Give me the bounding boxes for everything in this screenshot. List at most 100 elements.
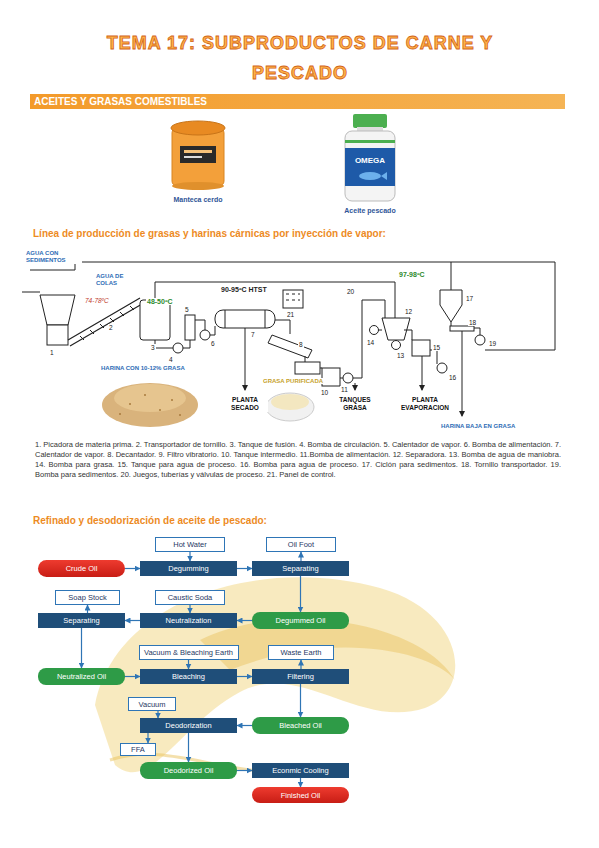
fat-bowl — [266, 393, 314, 421]
node-text: Vacuum — [139, 700, 166, 709]
product-pill: Deodorized Oil — [140, 762, 237, 779]
flow-arrow — [125, 620, 140, 621]
node-text: Bleached Oil — [279, 721, 322, 730]
callout-number: 20 — [346, 288, 355, 295]
input-box: Vacuum — [128, 697, 176, 711]
node-text: Deodorized Oil — [164, 766, 214, 775]
text-label: GRASA PURIFICADA — [262, 378, 324, 384]
section-heading: Línea de producción de grasas y harinas … — [33, 228, 386, 239]
flow-arrow — [237, 770, 252, 771]
flow-arrow — [188, 660, 189, 669]
node-text: Waste Earth — [281, 648, 322, 657]
flow-arrow — [237, 725, 252, 726]
text-label: 48-50ºC — [146, 298, 174, 305]
flow-arrow — [237, 568, 252, 569]
node-text: Econmic Cooling — [272, 766, 328, 775]
text-label: HARINA CON 10-12% GRASA — [100, 365, 186, 372]
callout-number: 12 — [404, 308, 413, 315]
callout-number: 8 — [298, 341, 304, 348]
product-pill: Bleached Oil — [252, 717, 349, 734]
callout-number: 19 — [488, 340, 497, 347]
product-pill: Degummed Oil — [252, 612, 349, 629]
node-text: Filtering — [287, 672, 314, 681]
text-label: Manteca cerdo — [167, 196, 229, 203]
node-text: Crude Oil — [66, 564, 98, 573]
flow-arrow — [300, 778, 301, 787]
node-text: Separating — [63, 616, 99, 625]
input-box: Caustic Soda — [155, 590, 225, 605]
flow-arrow — [237, 620, 252, 621]
flow-arrow — [188, 733, 189, 762]
product-pill: Crude Oil — [38, 560, 125, 577]
input-box: Waste Earth — [268, 645, 334, 660]
callout-number: 6 — [210, 340, 216, 347]
node-text: Oil Foot — [288, 540, 314, 549]
text-label: TANQUES GRASA — [333, 396, 377, 412]
input-box: FFA — [120, 743, 156, 756]
node-text: Neutralization — [166, 616, 212, 625]
flow-arrow — [300, 552, 301, 561]
callout-number: 1 — [49, 349, 55, 356]
node-text: Vacuum & Bleaching Earth — [144, 648, 233, 657]
product-pill: Neutralized Oil — [38, 668, 125, 685]
legend-paragraph: 1. Picadora de materia prima. 2. Transpo… — [35, 440, 561, 480]
callout-number: 17 — [465, 295, 474, 302]
callout-number: 7 — [250, 331, 256, 338]
input-box: Vacuum & Bleaching Earth — [139, 645, 239, 660]
process-box: Separating — [38, 613, 125, 628]
text-label: Aceite pescado — [340, 207, 400, 214]
text-label: 97-98ºC — [398, 271, 426, 278]
callout-number: 15 — [432, 344, 441, 351]
meal-heap — [102, 383, 198, 427]
text-label: PLANTA EVAPORACION — [400, 396, 450, 412]
process-box: Bleaching — [140, 669, 237, 684]
flow-arrow — [147, 733, 148, 743]
flow-arrow — [300, 684, 301, 717]
section-band: ACEITES Y GRASAS COMESTIBLES — [30, 94, 565, 109]
process-box: Deodorization — [140, 718, 237, 733]
node-text: Degummed Oil — [275, 616, 325, 625]
callout-number: 4 — [168, 356, 174, 363]
node-text: Degumming — [168, 564, 208, 573]
node-text: Finished Oil — [281, 791, 321, 800]
flow-arrow — [189, 605, 190, 613]
text-label: OMEGA — [345, 156, 395, 165]
callout-number: 2 — [108, 324, 114, 331]
callout-number: 5 — [184, 306, 190, 313]
flow-arrow — [125, 676, 140, 677]
process-box: Separating — [252, 561, 349, 576]
process-box: Neutralization — [140, 613, 237, 628]
flow-arrow — [189, 552, 190, 561]
process-box: Econmic Cooling — [252, 763, 349, 778]
node-text: Deodorization — [165, 721, 211, 730]
node-text: Caustic Soda — [168, 593, 213, 602]
oil-splash — [95, 577, 455, 772]
flow-arrow — [87, 605, 88, 613]
process-box: Degumming — [140, 561, 237, 576]
node-text: Hot Water — [173, 540, 206, 549]
input-box: Hot Water — [155, 537, 225, 552]
flow-arrow — [300, 576, 301, 612]
oil-bottle — [345, 114, 395, 201]
node-text: FFA — [131, 745, 145, 754]
node-text: Separating — [282, 564, 318, 573]
node-text: Bleaching — [172, 672, 205, 681]
callout-number: 21 — [286, 311, 295, 318]
callout-number: 10 — [320, 389, 329, 396]
input-box: Soap Stock — [55, 590, 120, 605]
input-box: Oil Foot — [266, 537, 336, 552]
flow-arrow — [81, 628, 82, 668]
page-title: TEMA 17: SUBPRODUCTOS DE CARNE Y PESCADO — [60, 28, 540, 88]
text-label: 74-78ºC — [84, 297, 110, 304]
callout-number: 13 — [396, 352, 405, 359]
callout-number: 11 — [340, 386, 349, 393]
callout-number: 3 — [150, 344, 156, 351]
callout-number: 14 — [366, 339, 375, 346]
text-label: HARINA BAJA EN GRASA — [440, 423, 516, 430]
section-heading: Refinado y desodorización de aceite de p… — [33, 515, 267, 526]
text-label: 90-95ºC HTST — [220, 286, 268, 293]
callout-number: 16 — [448, 374, 457, 381]
text-label: AGUA DE COLAS — [95, 273, 139, 287]
node-text: ACEITES Y GRASAS COMESTIBLES — [34, 96, 207, 108]
product-pill: Finished Oil — [252, 787, 349, 803]
